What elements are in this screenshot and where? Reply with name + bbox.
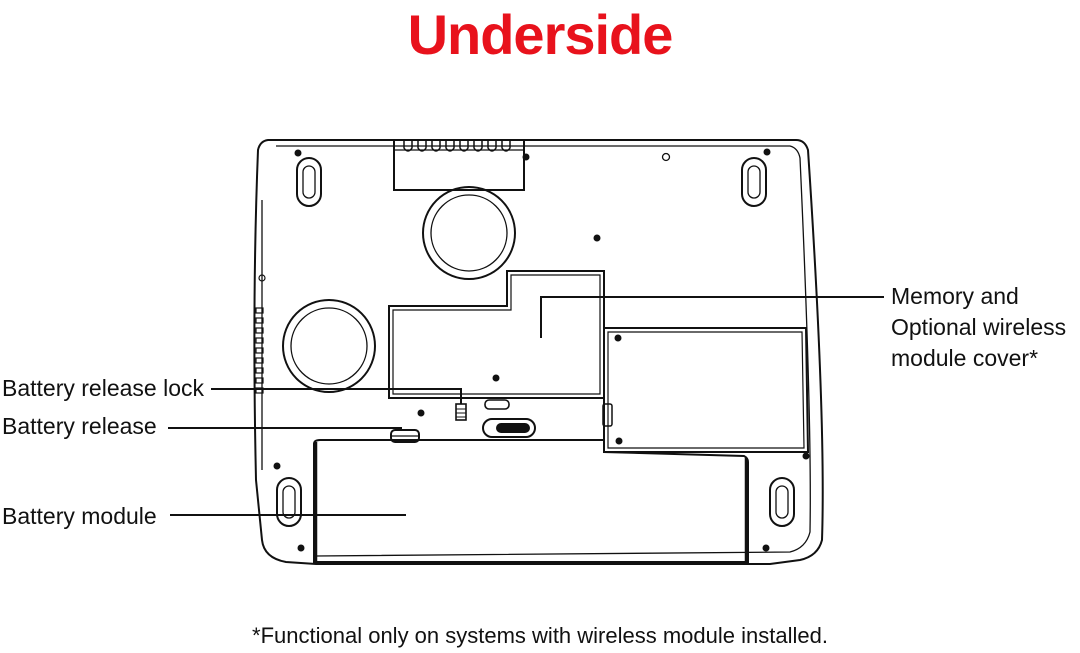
battery-release-lock-label: Battery release lock xyxy=(2,375,204,401)
laptop-body-outline xyxy=(253,139,824,565)
battery-module-label: Battery module xyxy=(2,503,157,529)
memory-cover-label-line1: Memory and xyxy=(891,283,1019,309)
screws xyxy=(273,148,810,552)
laptop-body-inner-edge xyxy=(276,145,811,557)
memory-cover-label-line2: Optional wireless xyxy=(891,314,1067,340)
leader-lines xyxy=(168,296,884,516)
vent-fins xyxy=(403,140,511,152)
hard-drive-cover xyxy=(603,327,810,453)
battery-release-label: Battery release xyxy=(2,413,157,439)
side-vent-ridges xyxy=(255,274,266,394)
memory-cover-label-line3: module cover* xyxy=(891,345,1039,371)
memory-cover-inner xyxy=(392,274,601,395)
page-title: Underside xyxy=(407,3,674,66)
battery-release-lock xyxy=(455,403,467,421)
footnote: *Functional only on systems with wireles… xyxy=(252,623,828,648)
top-vent xyxy=(393,139,525,191)
rubber-feet xyxy=(276,157,795,527)
memory-cover-label: Memory and Optional wireless module cove… xyxy=(891,281,1066,374)
battery-module xyxy=(313,439,749,563)
speaker-grilles xyxy=(282,186,516,393)
memory-cover-outline xyxy=(388,270,605,399)
battery-release-slider xyxy=(482,418,536,438)
